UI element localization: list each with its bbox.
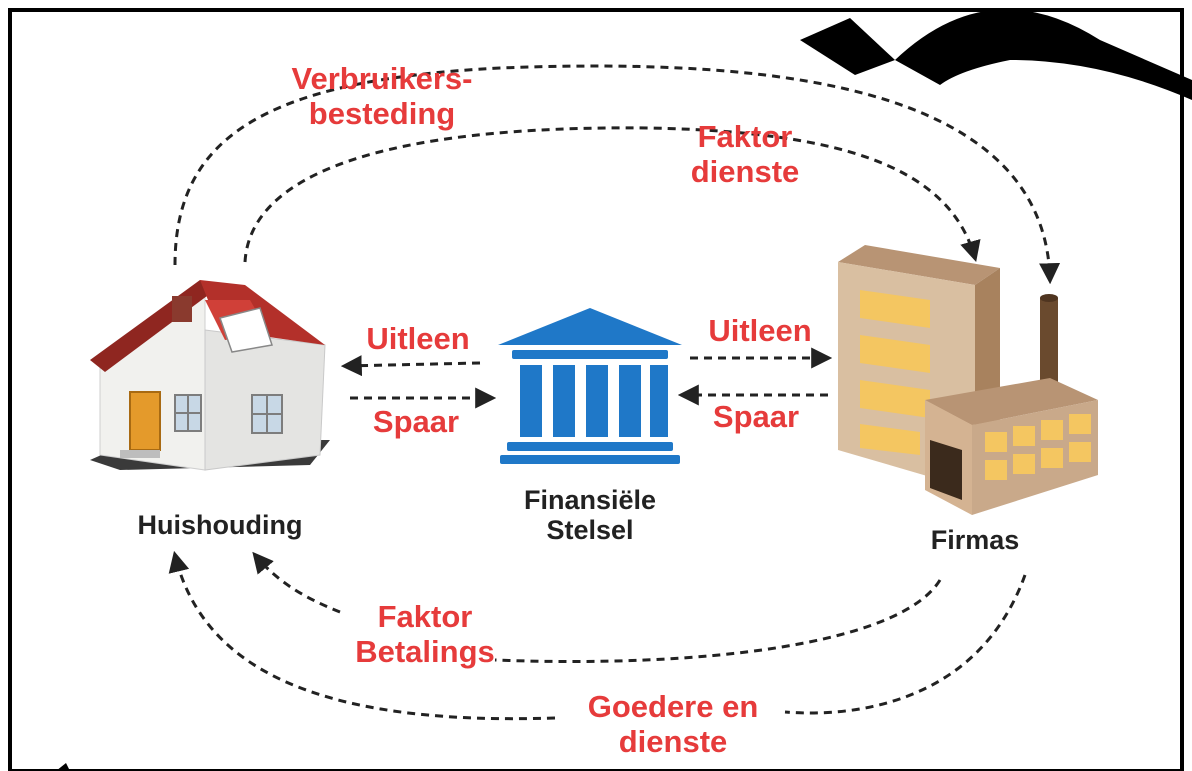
- arrow-loan-left: [340, 355, 481, 377]
- label-factor-services-line2: dienste: [690, 153, 800, 189]
- corner-marks: [56, 9, 1192, 771]
- label-financial-system-line2: Stelsel: [546, 515, 634, 546]
- label-financial-system-line1: Finansiële: [523, 485, 657, 515]
- arrow-goods-services-tail: [168, 550, 556, 721]
- label-household: Huishouding: [137, 510, 303, 540]
- label-firms: Firmas: [930, 525, 1020, 555]
- label-consumer-spending-line2: besteding: [308, 95, 456, 131]
- label-factor-payments-line1: Faktor: [377, 599, 473, 634]
- arrow-consumer-spending: [173, 64, 1061, 285]
- label-goods-services-line2: dienste: [618, 723, 728, 759]
- flow-arrows: [168, 64, 1061, 721]
- arrow-factor-payments: [494, 579, 942, 664]
- label-consumer-spending-line1: Verbruikers-: [291, 61, 473, 96]
- label-factor-services-line1: Faktor: [697, 119, 793, 154]
- arrow-factor-payments-tail: [252, 551, 341, 614]
- label-save-left: Spaar: [372, 404, 460, 439]
- house-icon: [90, 280, 330, 471]
- label-financial-system: Finansiële Stelsel: [490, 485, 690, 545]
- label-consumer-spending: Verbruikers- besteding: [272, 61, 492, 131]
- label-loan-left: Uitleen: [366, 321, 470, 356]
- arrow-factor-services: [243, 126, 981, 263]
- label-factor-payments: Faktor Betalings: [340, 599, 510, 669]
- bank-icon: [498, 308, 682, 464]
- label-factor-payments-line2: Betalings: [355, 633, 495, 669]
- label-loan-right: Uitleen: [708, 313, 812, 348]
- label-factor-services: Faktor dienste: [660, 119, 830, 189]
- label-goods-services: Goedere en dienste: [548, 689, 798, 759]
- label-save-right: Spaar: [712, 399, 800, 434]
- factory-icon: [838, 245, 1098, 515]
- arrow-goods-services: [784, 574, 1027, 715]
- label-goods-services-line1: Goedere en: [587, 689, 759, 724]
